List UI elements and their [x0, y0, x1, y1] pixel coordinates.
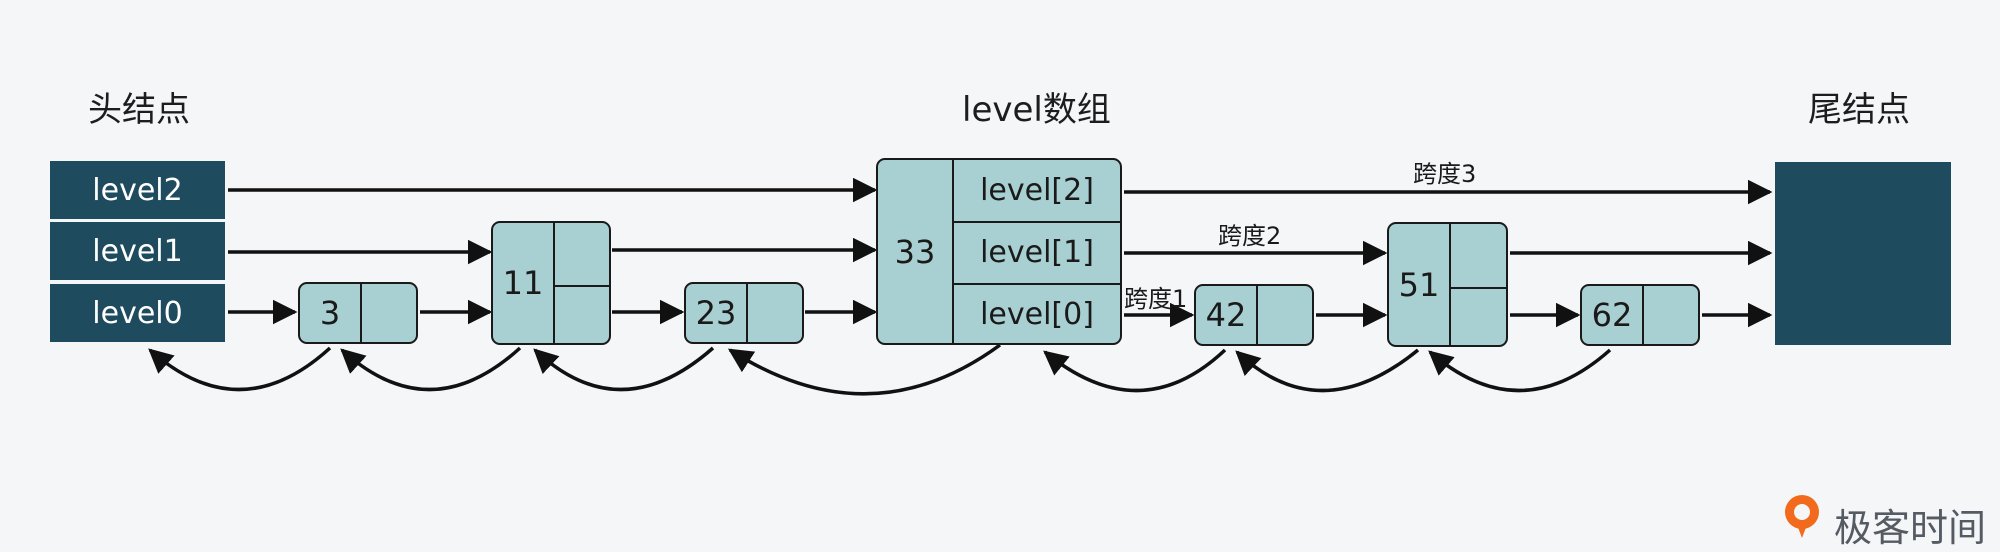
backward-51-to-42 [1235, 348, 1420, 393]
divider [553, 285, 609, 287]
backward-62-to-51 [1428, 348, 1612, 393]
divider [1256, 286, 1258, 344]
header-level1: level1 [50, 222, 225, 280]
node-42: 42 [1194, 284, 1314, 346]
node-value: 42 [1205, 296, 1247, 334]
backward-33-to-23 [727, 343, 1002, 396]
node-62: 62 [1580, 284, 1700, 346]
divider [952, 160, 954, 343]
node-11: 11 [491, 221, 611, 345]
tail-node-label: 尾结点 [1808, 90, 1910, 130]
node-3: 3 [298, 282, 418, 344]
divider [360, 284, 362, 342]
node-value: 3 [319, 294, 341, 332]
divider [952, 221, 1120, 223]
backward-3-to-head [148, 346, 332, 392]
divider [1449, 224, 1451, 345]
node-value: 11 [502, 264, 544, 302]
backward-23-to-11 [533, 346, 715, 392]
span-label-3: 跨度3 [1413, 160, 1477, 188]
divider [553, 223, 555, 343]
node-33: 33 level[2] level[1] level[0] [876, 158, 1122, 345]
node-23: 23 [684, 282, 804, 344]
backward-42-to-33 [1043, 348, 1227, 393]
header-node-label: 头结点 [88, 90, 190, 130]
backward-11-to-3 [340, 346, 522, 392]
node33-level0: level[0] [980, 296, 1094, 332]
divider [746, 284, 748, 342]
header-level2: level2 [50, 161, 225, 219]
node33-level1: level[1] [980, 235, 1094, 270]
node-value: 51 [1398, 265, 1440, 304]
divider [952, 283, 1120, 285]
logo-text: 极客时间 [1834, 506, 1987, 550]
span-label-1: 跨度1 [1124, 285, 1188, 313]
header-level0: level0 [50, 284, 225, 342]
span-label-2: 跨度2 [1218, 222, 1282, 250]
divider [1642, 286, 1644, 344]
node33-level2: level[2] [980, 173, 1094, 208]
geek-time-logo-icon [1782, 492, 1822, 540]
node-value: 23 [695, 294, 737, 332]
node-value: 33 [894, 232, 936, 271]
divider [1449, 287, 1506, 289]
level-array-label: level数组 [962, 90, 1111, 130]
node-value: 62 [1591, 296, 1633, 334]
tail-node [1775, 162, 1951, 345]
node-51: 51 [1387, 222, 1508, 347]
